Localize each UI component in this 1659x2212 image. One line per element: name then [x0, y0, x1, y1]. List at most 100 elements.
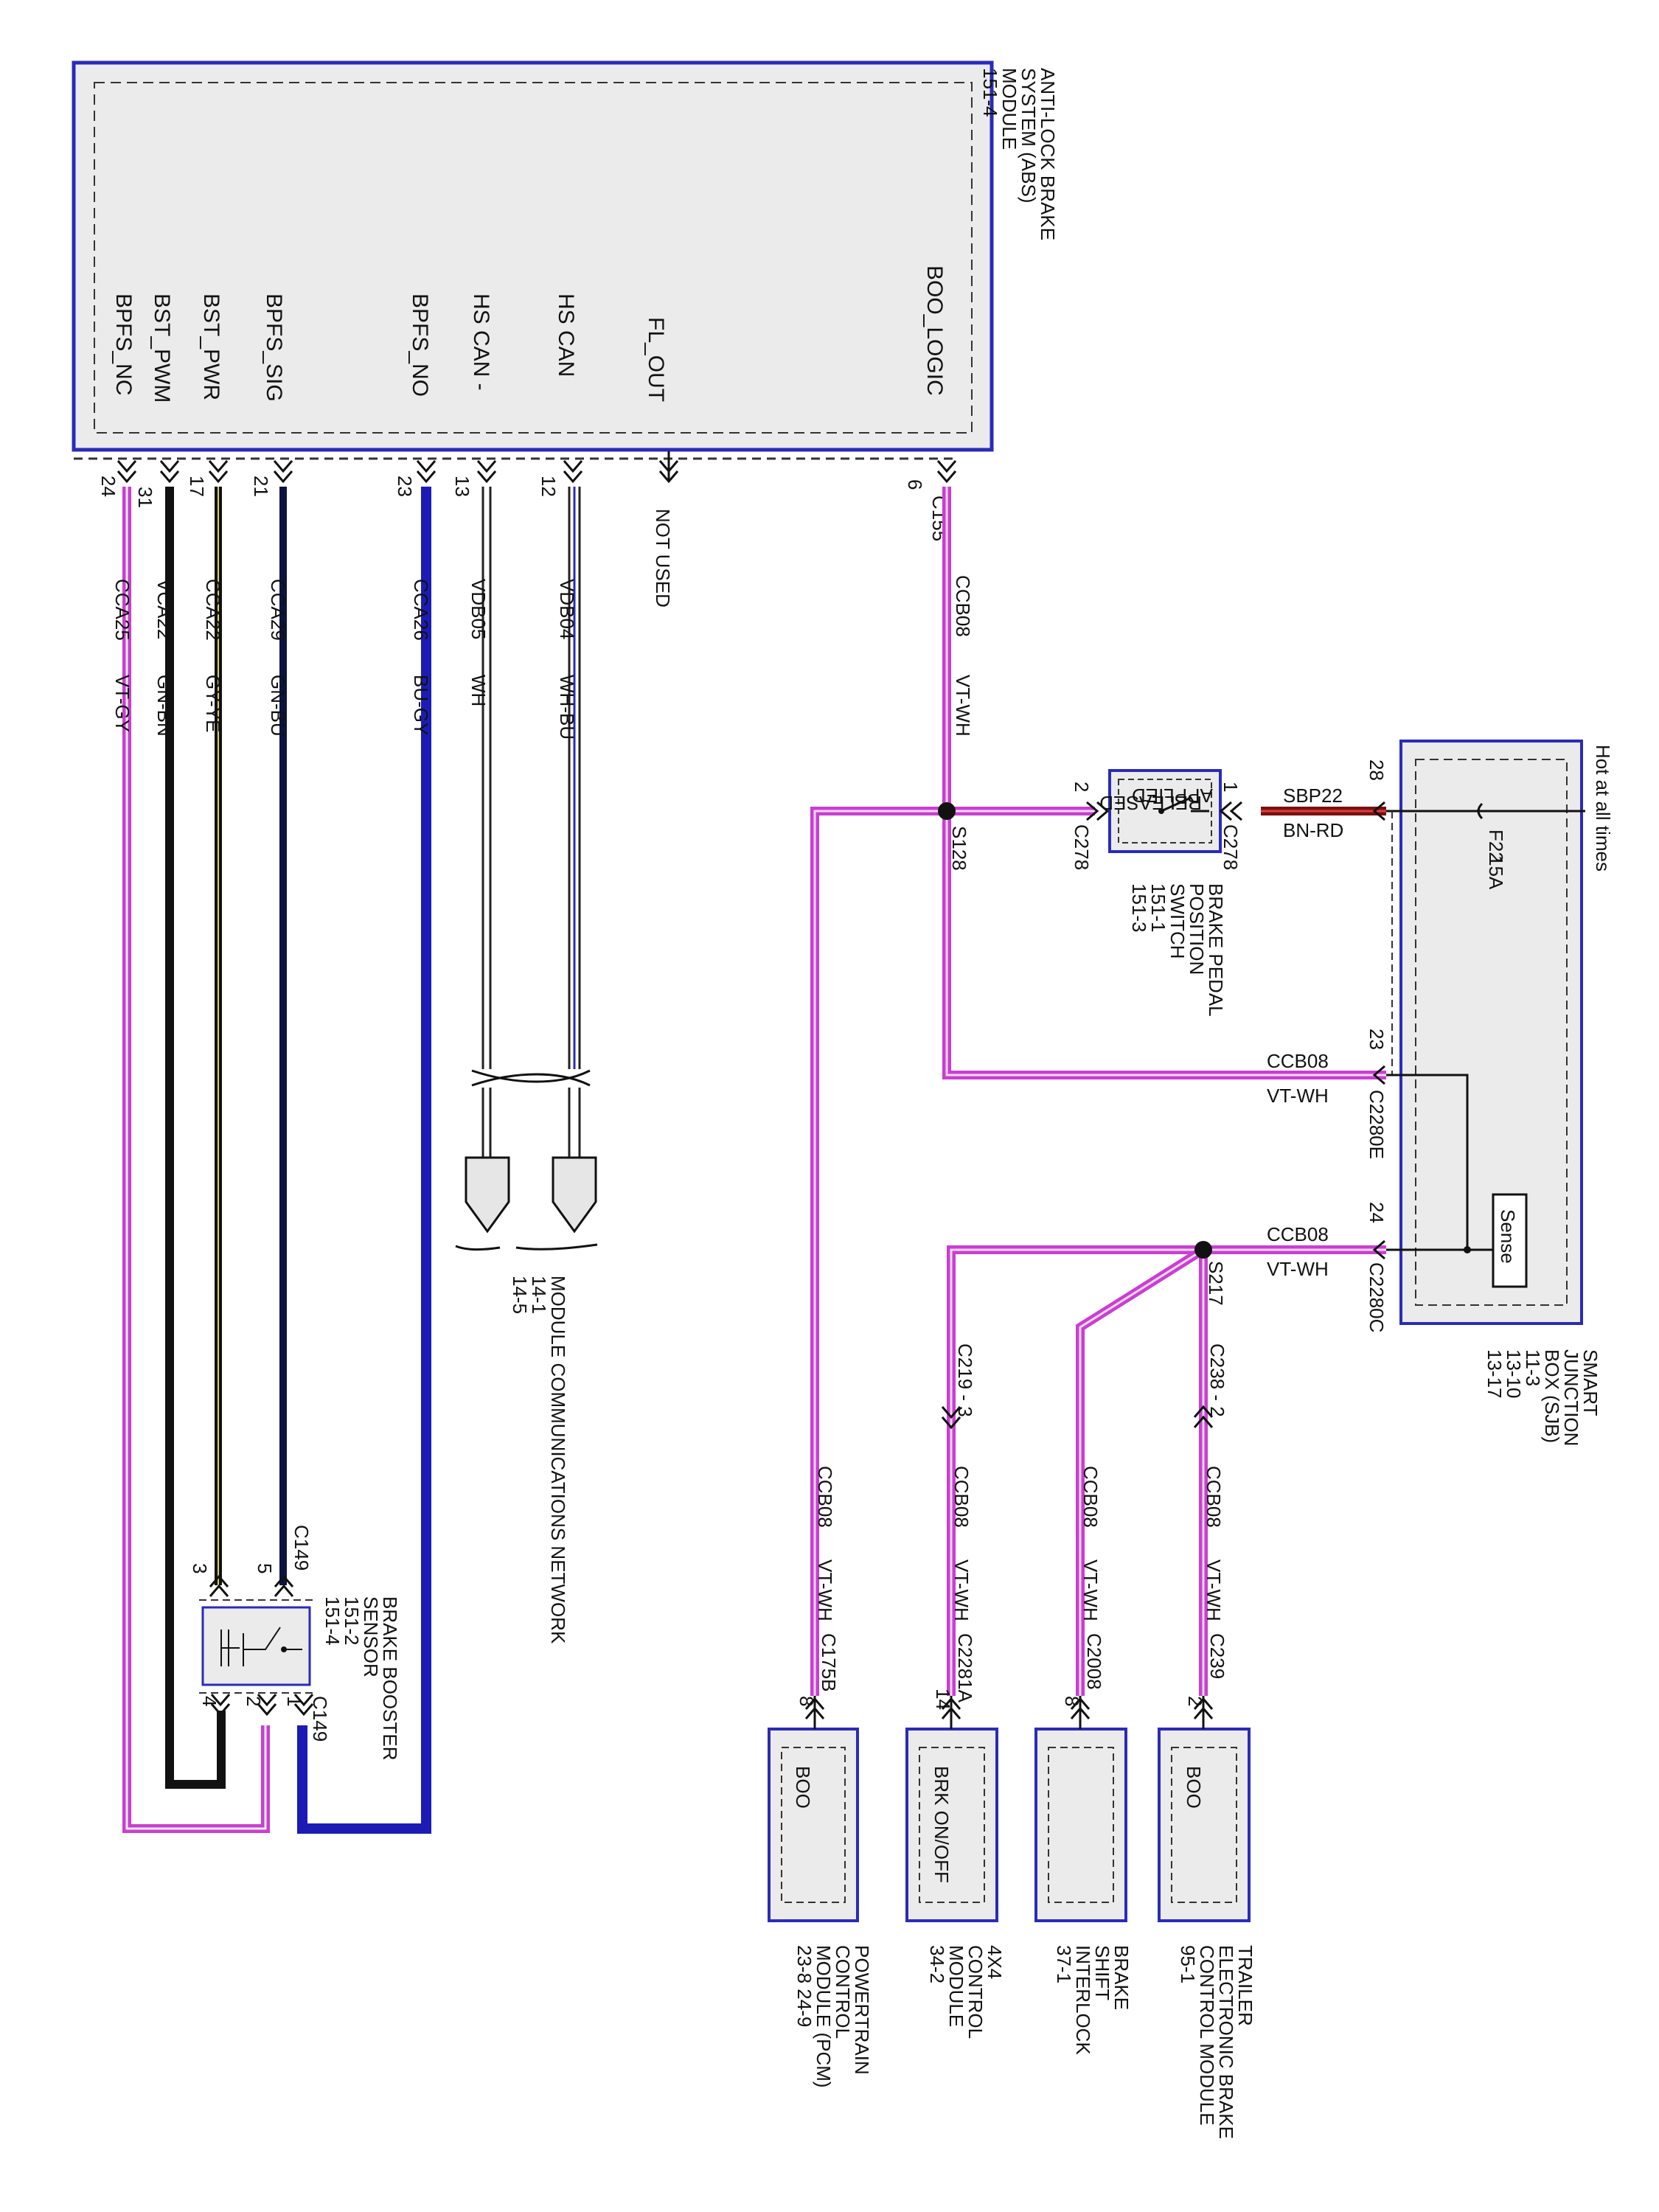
svg-text:15A: 15A	[1485, 855, 1507, 890]
svg-text:13-17: 13-17	[1484, 1349, 1506, 1399]
svg-text:1: 1	[1220, 782, 1242, 792]
svg-text:CCB08: CCB08	[950, 1466, 973, 1528]
svg-text:C149: C149	[291, 1525, 313, 1571]
svg-text:C2280E: C2280E	[1366, 1090, 1388, 1159]
svg-text:17: 17	[186, 476, 208, 497]
svg-text:CCB08: CCB08	[1079, 1466, 1102, 1528]
pin-label-bst-pwm: BST_PWM	[150, 293, 174, 403]
svg-text:24: 24	[1366, 1202, 1388, 1223]
svg-text:S128: S128	[948, 826, 970, 871]
abs-pin-chevrons	[116, 460, 957, 484]
svg-text:C2281A: C2281A	[954, 1633, 976, 1703]
svg-text:23-8 24-9: 23-8 24-9	[793, 1945, 815, 2027]
svg-text:24: 24	[97, 476, 119, 497]
svg-text:SMART: SMART	[1579, 1349, 1601, 1416]
not-used-label: NOT USED	[652, 509, 674, 608]
pin-label-boo-logic: BOO_LOGIC	[922, 265, 947, 396]
pin-label-bpfs-no: BPFS_NO	[408, 293, 432, 397]
svg-text:CCA26: CCA26	[410, 579, 432, 641]
svg-text:CCA25: CCA25	[111, 579, 133, 641]
svg-text:SHIFT: SHIFT	[1091, 1945, 1113, 2000]
svg-text:BRAKE PEDAL: BRAKE PEDAL	[1205, 883, 1227, 1017]
wire-vca22	[165, 487, 226, 1789]
svg-text:34-2: 34-2	[926, 1945, 948, 1983]
svg-text:S217: S217	[1205, 1261, 1227, 1306]
svg-text:8: 8	[796, 1696, 818, 1706]
pin-label-hs-can: HS CAN	[554, 293, 578, 377]
svg-text:MODULE (PCM): MODULE (PCM)	[813, 1945, 835, 2088]
svg-text:13: 13	[451, 476, 473, 497]
svg-text:SBP22: SBP22	[1283, 785, 1343, 807]
svg-text:BU-GY: BU-GY	[410, 675, 432, 735]
sense-label: Sense	[1497, 1209, 1519, 1264]
svg-text:14: 14	[932, 1688, 954, 1710]
svg-text:GN-BU: GN-BU	[267, 675, 289, 737]
svg-text:13-10: 13-10	[1503, 1349, 1525, 1399]
svg-text:VT-GY: VT-GY	[111, 675, 133, 732]
svg-text:BOO: BOO	[1183, 1766, 1205, 1809]
svg-text:VT-WH: VT-WH	[1267, 1258, 1329, 1280]
4x4-title: 4X4 CONTROL MODULE 34-2	[926, 1945, 1006, 2039]
svg-text:14-1: 14-1	[528, 1276, 550, 1314]
svg-text:2: 2	[243, 1696, 265, 1706]
svg-text:VDB05: VDB05	[467, 579, 490, 639]
pcm-title: POWERTRAIN CONTROL MODULE (PCM) 23-8 24-…	[793, 1945, 873, 2088]
svg-text:2: 2	[1071, 782, 1093, 792]
svg-text:TRAILER: TRAILER	[1234, 1945, 1256, 2026]
module-4x4: BRK ON/OFF 14 C2281A	[905, 1633, 998, 1922]
svg-text:C239: C239	[1206, 1633, 1228, 1679]
pin-label-fl-out: FL_OUT	[644, 317, 668, 402]
svg-text:C278: C278	[1220, 824, 1242, 870]
module-pcm: BOO 8 C175B	[768, 1633, 859, 1922]
svg-text:VCA22: VCA22	[153, 579, 175, 639]
svg-text:CCA22: CCA22	[202, 579, 224, 641]
abs-module-title: ANTI-LOCK BRAKE SYSTEM (ABS) MODULE 151-…	[979, 68, 1059, 240]
pin-label-hs-can-minus: HS CAN -	[469, 293, 493, 391]
hs-can-wires	[455, 487, 598, 1251]
abs-module: ANTI-LOCK BRAKE SYSTEM (ABS) MODULE 151-…	[72, 60, 1059, 452]
svg-text:1: 1	[283, 1696, 305, 1706]
svg-text:BOO: BOO	[792, 1766, 814, 1809]
module-brake-shift-interlock: 8 C2008	[1034, 1633, 1127, 1922]
svg-text:21: 21	[250, 476, 272, 497]
trailer-title: TRAILER ELECTRONIC BRAKE CONTROL MODULE …	[1177, 1945, 1256, 2139]
svg-text:CCB08: CCB08	[1267, 1223, 1329, 1245]
module-trailer-brake: BOO 2 C239	[1158, 1633, 1251, 1922]
ccb08-labels: CCB08 VT-WH S128 S217 CCB08 VT-WH CCB08 …	[814, 575, 1343, 1621]
svg-text:95-1: 95-1	[1177, 1945, 1199, 1983]
fuse-icon	[1477, 802, 1484, 820]
svg-text:6: 6	[904, 479, 926, 490]
svg-text:C219 - 3: C219 - 3	[954, 1343, 976, 1417]
svg-text:151-2: 151-2	[341, 1596, 363, 1646]
svg-text:WH-BU: WH-BU	[556, 675, 578, 740]
brake-pedal-switch-title: BRAKE PEDAL POSITION SWITCH 151-1 151-3	[1128, 883, 1227, 1017]
svg-text:23: 23	[1366, 1029, 1388, 1050]
svg-text:C2008: C2008	[1083, 1633, 1105, 1690]
svg-text:CONTROL: CONTROL	[964, 1945, 987, 2039]
svg-text:C238 - 2: C238 - 2	[1206, 1343, 1228, 1417]
svg-text:C149: C149	[309, 1696, 331, 1742]
ccb08-wires	[810, 487, 1386, 1696]
sjb-title: SMART JUNCTION BOX (SJB) 11-3 13-10 13-1…	[1484, 1349, 1601, 1446]
wire-cca26	[297, 487, 431, 1834]
svg-text:CCA29: CCA29	[267, 579, 289, 641]
applied-label: APPLIED	[1132, 785, 1213, 807]
svg-text:MODULE: MODULE	[998, 68, 1020, 150]
svg-text:BRK ON/OFF: BRK ON/OFF	[931, 1766, 953, 1883]
pin-label-bst-pwr: BST_PWR	[199, 293, 223, 400]
svg-text:JUNCTION: JUNCTION	[1560, 1349, 1582, 1446]
svg-text:31: 31	[134, 487, 156, 508]
svg-text:VT-WH: VT-WH	[1079, 1559, 1102, 1621]
svg-text:VT-WH: VT-WH	[1203, 1559, 1225, 1621]
svg-text:SENSOR: SENSOR	[360, 1596, 382, 1677]
svg-text:SYSTEM (ABS): SYSTEM (ABS)	[1018, 68, 1040, 203]
svg-text:VDB04: VDB04	[556, 579, 578, 639]
svg-text:POSITION: POSITION	[1186, 883, 1208, 975]
svg-text:C278: C278	[1071, 824, 1093, 870]
svg-text:MODULE: MODULE	[945, 1945, 967, 2027]
svg-text:BOX (SJB): BOX (SJB)	[1541, 1349, 1563, 1443]
svg-text:3: 3	[189, 1563, 211, 1573]
pin-label-bpfs-nc: BPFS_NC	[111, 293, 136, 395]
svg-text:5: 5	[254, 1563, 276, 1573]
svg-text:GN-BN: GN-BN	[153, 675, 175, 737]
